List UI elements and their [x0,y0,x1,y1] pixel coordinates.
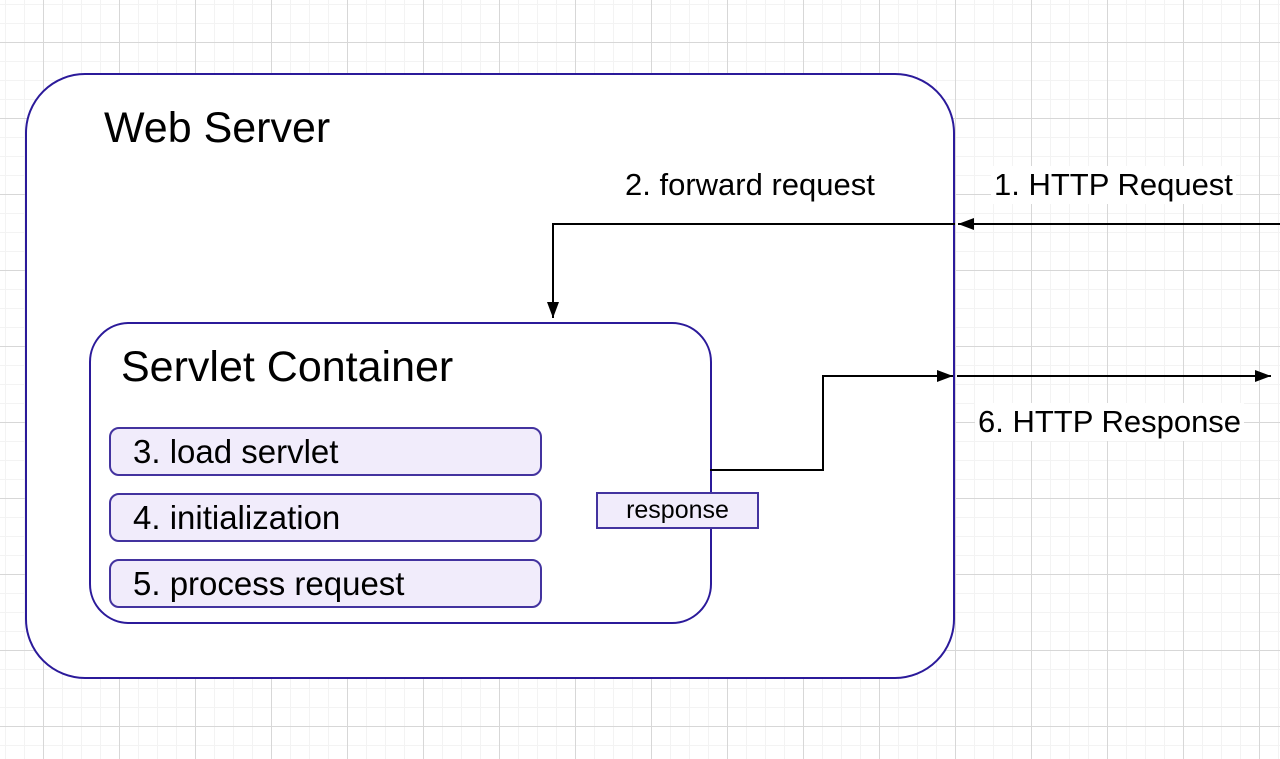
step-load-servlet: 3. load servlet [109,427,542,476]
http-request-label: 1. HTTP Request [991,166,1236,204]
step-process-request: 5. process request [109,559,542,608]
forward-request-label: 2. forward request [622,166,878,204]
web-server-box: Web Server Servlet Container 3. load ser… [25,73,955,679]
response-box: response [596,492,759,529]
web-server-title: Web Server [104,104,331,152]
servlet-container-title: Servlet Container [121,343,454,391]
http-response-label: 6. HTTP Response [975,403,1245,441]
step-initialization: 4. initialization [109,493,542,542]
servlet-container-box: Servlet Container 3. load servlet 4. ini… [89,322,712,624]
